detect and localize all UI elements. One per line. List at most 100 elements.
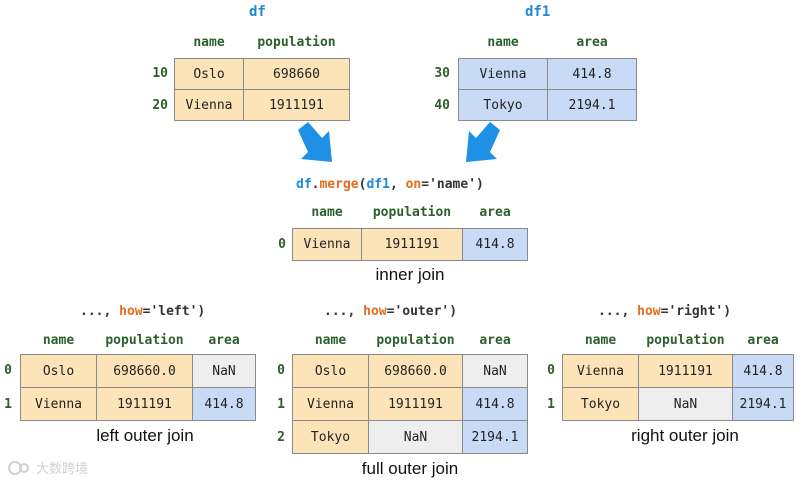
outer-header-population: population	[376, 333, 455, 348]
expr-close: )	[476, 177, 484, 192]
expr-how: how	[637, 304, 661, 319]
watermark-logo-icon	[8, 460, 29, 475]
expr-dots: ...,	[598, 304, 638, 319]
right-merge-expression: ..., how='right')	[598, 304, 731, 319]
expr-val: 'left'	[150, 304, 198, 319]
left-cell-area-1: 414.8	[192, 387, 256, 421]
df-header-name: name	[193, 35, 225, 50]
expr-eq: =	[421, 177, 430, 192]
expr-df: df	[296, 177, 312, 192]
outer-cell-area-0: NaN	[462, 354, 528, 388]
outer-header-name: name	[314, 333, 347, 348]
df-index-1: 20	[152, 98, 168, 113]
expr-eq: =	[660, 304, 669, 319]
outer-cell-population-0: 698660.0	[368, 354, 463, 388]
inner-cell-area-0: 414.8	[462, 228, 528, 261]
expr-val: 'outer'	[394, 304, 450, 319]
left-outer-join-caption: left outer join	[96, 426, 194, 445]
watermark-text: 大数跨境	[36, 461, 89, 476]
inner-header-population: population	[372, 205, 452, 220]
df-index-0: 10	[152, 66, 168, 81]
inner-cell-name-0: Vienna	[292, 228, 362, 261]
df-cell-population-1: 1911191	[243, 89, 350, 121]
outer-cell-name-2: Tokyo	[292, 420, 369, 454]
expr-df1: df1	[366, 177, 390, 192]
df-header-population: population	[257, 35, 336, 50]
expr-comma: ,	[389, 177, 406, 192]
df1-header-area: area	[576, 35, 608, 50]
inner-index-0: 0	[278, 237, 286, 252]
outer-cell-name-1: Vienna	[292, 387, 369, 421]
expr-close: )	[197, 304, 206, 319]
outer-cell-population-1: 1911191	[368, 387, 463, 421]
right-cell-name-0: Vienna	[562, 354, 639, 388]
expr-dots: ...,	[80, 304, 120, 319]
left-cell-name-1: Vienna	[20, 387, 97, 421]
left-merge-expression: ..., how='left')	[80, 304, 205, 319]
arrow-down-left-icon	[466, 122, 500, 162]
df1-cell-area-0: 414.8	[547, 58, 637, 90]
df-cell-population-0: 698660	[243, 58, 350, 90]
left-header-name: name	[42, 333, 75, 348]
left-header-area: area	[208, 333, 240, 348]
left-cell-population-1: 1911191	[96, 387, 193, 421]
full-outer-join-caption: full outer join	[361, 459, 459, 478]
df1-cell-area-1: 2194.1	[547, 89, 637, 121]
right-cell-area-0: 414.8	[732, 354, 794, 388]
df-title: df	[249, 4, 266, 20]
arrow-down-right-icon	[298, 122, 332, 162]
expr-open: (	[358, 177, 367, 192]
left-index-0: 0	[4, 363, 12, 378]
right-cell-population-1: NaN	[638, 387, 733, 421]
df-cell-name-0: Oslo	[174, 58, 244, 90]
expr-val: 'right'	[668, 304, 724, 319]
df1-title: df1	[525, 4, 551, 20]
right-outer-join-caption: right outer join	[631, 426, 739, 445]
outer-cell-population-2: NaN	[368, 420, 463, 454]
outer-index-0: 0	[277, 363, 285, 378]
expr-close: )	[449, 304, 458, 319]
outer-cell-area-2: 2194.1	[462, 420, 528, 454]
expr-dot: .	[311, 177, 320, 192]
right-cell-population-0: 1911191	[638, 354, 733, 388]
left-cell-population-0: 698660.0	[96, 354, 193, 388]
df-cell-name-1: Vienna	[174, 89, 244, 121]
expr-how: how	[363, 304, 387, 319]
expr-how: how	[119, 304, 143, 319]
df1-index-0: 30	[434, 66, 450, 81]
expr-merge: merge	[319, 177, 359, 192]
left-index-1: 1	[4, 397, 12, 412]
expr-eq: =	[142, 304, 151, 319]
left-cell-name-0: Oslo	[20, 354, 97, 388]
right-index-1: 1	[547, 397, 555, 412]
right-cell-area-1: 2194.1	[732, 387, 794, 421]
right-header-population: population	[646, 333, 725, 348]
inner-header-area: area	[479, 205, 511, 220]
inner-cell-population-0: 1911191	[361, 228, 463, 261]
expr-on: on	[405, 177, 422, 192]
df1-cell-name-0: Vienna	[458, 58, 548, 90]
outer-index-2: 2	[277, 430, 285, 445]
outer-merge-expression: ..., how='outer')	[324, 304, 457, 319]
df1-index-1: 40	[434, 98, 450, 113]
right-cell-name-1: Tokyo	[562, 387, 639, 421]
expr-dots: ...,	[324, 304, 364, 319]
left-cell-area-0: NaN	[192, 354, 256, 388]
right-header-name: name	[584, 333, 617, 348]
outer-cell-name-0: Oslo	[292, 354, 369, 388]
right-index-0: 0	[547, 363, 555, 378]
inner-join-caption: inner join	[375, 265, 445, 284]
df1-header-name: name	[487, 35, 519, 50]
watermark: 大数跨境	[6, 458, 88, 477]
expr-close: )	[723, 304, 732, 319]
right-header-area: area	[747, 333, 779, 348]
inner-merge-expression: df.merge(df1, on='name')	[296, 177, 484, 192]
outer-index-1: 1	[277, 397, 285, 412]
outer-cell-area-1: 414.8	[462, 387, 528, 421]
left-header-population: population	[105, 333, 184, 348]
expr-eq: =	[386, 304, 395, 319]
inner-header-name: name	[311, 205, 343, 220]
df1-cell-name-1: Tokyo	[458, 89, 548, 121]
expr-val: 'name'	[429, 177, 477, 192]
outer-header-area: area	[479, 333, 511, 348]
